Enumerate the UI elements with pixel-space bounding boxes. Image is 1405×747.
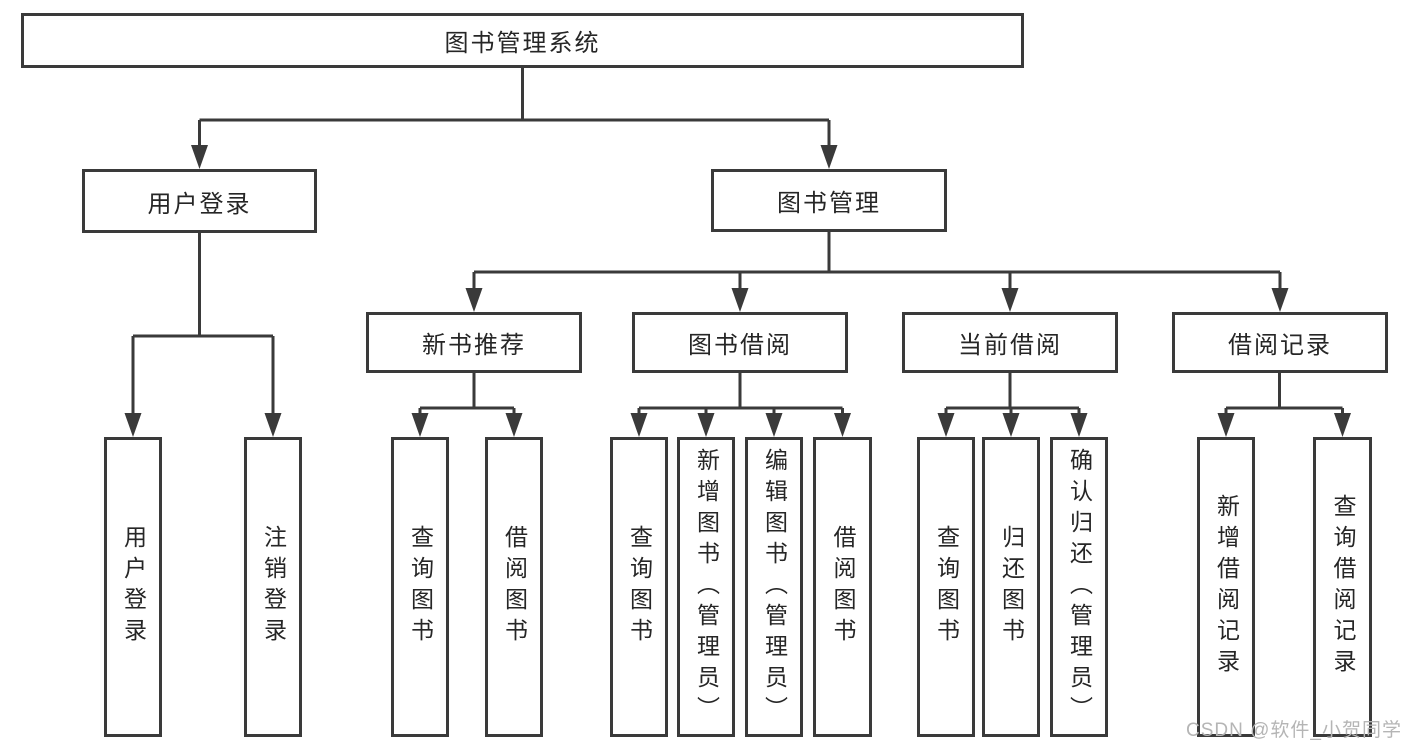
node-label: 新书推荐 [422,332,526,359]
leaf-bb-borrow-books: 借阅图书 [813,437,872,737]
node-label: 注销登录 [260,525,287,649]
leaf-bb-edit-books-admin: 编辑图书（管理员） [745,437,803,737]
node-label: 查询图书 [933,525,960,649]
leaf-br-add-record: 新增借阅记录 [1197,437,1255,737]
node-borrow-records: 借阅记录 [1172,312,1388,373]
node-new-book-recommend: 新书推荐 [366,312,582,373]
leaf-nb-query-books: 查询图书 [391,437,449,737]
node-label: 编辑图书（管理员） [761,447,788,727]
node-label: 借阅图书 [830,525,856,649]
leaf-cb-return-books: 归还图书 [982,437,1040,737]
node-label: 查询图书 [407,525,434,649]
node-label: 新增图书（管理员） [693,447,720,727]
node-label: 归还图书 [998,525,1025,649]
node-label: 图书管理 [777,190,881,217]
node-label: 图书借阅 [688,332,792,359]
node-label: 用户登录 [147,190,252,218]
leaf-cb-query-books: 查询图书 [917,437,975,737]
leaf-cb-confirm-return-admin: 确认归还（管理员） [1050,437,1108,737]
node-label: 借阅图书 [501,525,528,649]
node-label: 图书管理系统 [444,30,601,57]
node-label: 当前借阅 [958,332,1062,359]
node-label: 查询借阅记录 [1330,494,1356,680]
node-label: 新增借阅记录 [1213,494,1240,680]
node-label: 借阅记录 [1228,332,1332,359]
leaf-bb-add-books-admin: 新增图书（管理员） [677,437,735,737]
node-label: 查询图书 [626,525,653,649]
node-book-management: 图书管理 [711,169,947,232]
node-label: 用户登录 [120,525,147,649]
node-current-borrowing: 当前借阅 [902,312,1118,373]
leaf-nb-borrow-books: 借阅图书 [485,437,543,737]
node-user-login: 用户登录 [82,169,317,233]
leaf-br-query-record: 查询借阅记录 [1313,437,1372,737]
leaf-user-login: 用户登录 [104,437,162,737]
leaf-bb-query-books: 查询图书 [610,437,668,737]
csdn-watermark: CSDN @软件_小贺同学 [1186,720,1402,741]
node-label: 确认归还（管理员） [1066,447,1093,727]
node-book-borrowing: 图书借阅 [632,312,848,373]
leaf-logout: 注销登录 [244,437,302,737]
node-library-management-system: 图书管理系统 [21,13,1024,68]
